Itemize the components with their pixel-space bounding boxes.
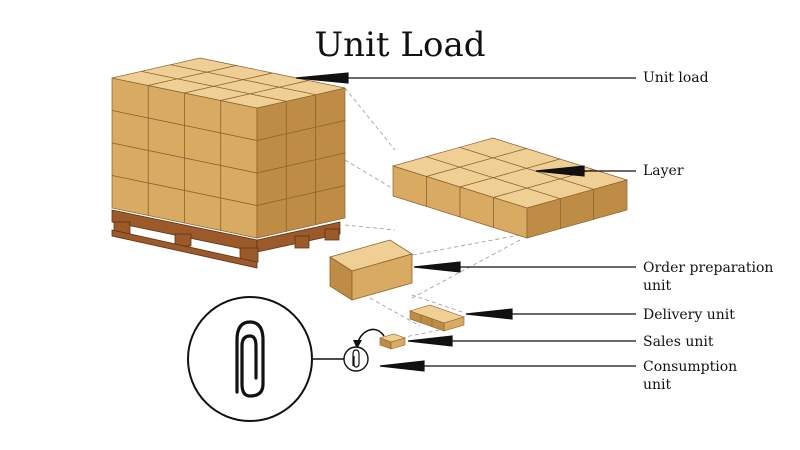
unit-load-box-side [256, 198, 287, 239]
unit-load-box-side [285, 191, 317, 232]
order-preparation-box [329, 239, 413, 301]
pointer-head-layer [535, 165, 585, 177]
sales-to-consumption-arrowhead [353, 340, 362, 349]
guide-line-layer-order-top [411, 234, 521, 256]
label-layer: Layer [643, 163, 684, 179]
label-unit-load: Unit load [643, 70, 709, 86]
delivery-unit-boxes [409, 304, 465, 332]
paperclip-large [235, 320, 265, 398]
magnifier-circle [187, 296, 313, 422]
pallet-block [324, 228, 340, 241]
label-consumption-line2: unit [643, 377, 672, 393]
unit-load-box-top [279, 80, 346, 96]
label-order-preparation-line1: Order preparation [643, 260, 773, 276]
guide-line-order-delivery-top [411, 294, 463, 313]
layer-box-side [593, 179, 628, 220]
paperclip-magnified-icon [187, 296, 313, 422]
unit-load-stack [111, 57, 346, 239]
pointer-head-unit-load [295, 72, 349, 84]
sales-box-front [390, 337, 406, 350]
pointer-head-delivery-unit [465, 308, 513, 320]
diagram-title: Unit Load [315, 25, 486, 65]
pointer-head-consumption-unit [379, 360, 425, 372]
label-consumption-line1: Consumption [643, 359, 737, 375]
layer-stack [391, 137, 629, 239]
guide-line-load-layer-mid [344, 159, 396, 191]
delivery-box-side [409, 310, 445, 332]
pallet-base-front [111, 229, 258, 269]
label-sales-unit: Sales unit [643, 334, 714, 350]
guide-line-load-layer-bottom [344, 224, 396, 231]
label-order-preparation-line2: unit [643, 278, 672, 294]
pallet-block [294, 235, 310, 249]
label-pointers [295, 72, 636, 372]
unit-load-box-side [315, 185, 346, 226]
paperclip-icon [343, 346, 369, 372]
pointer-head-sales-unit [407, 335, 453, 347]
pallet [111, 209, 341, 269]
label-delivery-unit: Delivery unit [643, 307, 735, 323]
order-box-front [351, 253, 413, 301]
guide-line-order-delivery-bottom [369, 297, 421, 327]
sales-to-consumption-arrow [357, 328, 385, 343]
paperclip-small [352, 349, 360, 368]
sales-unit-box [379, 333, 406, 350]
guide-line-load-layer-top [344, 87, 396, 151]
pointer-head-order-preparation [413, 261, 461, 273]
